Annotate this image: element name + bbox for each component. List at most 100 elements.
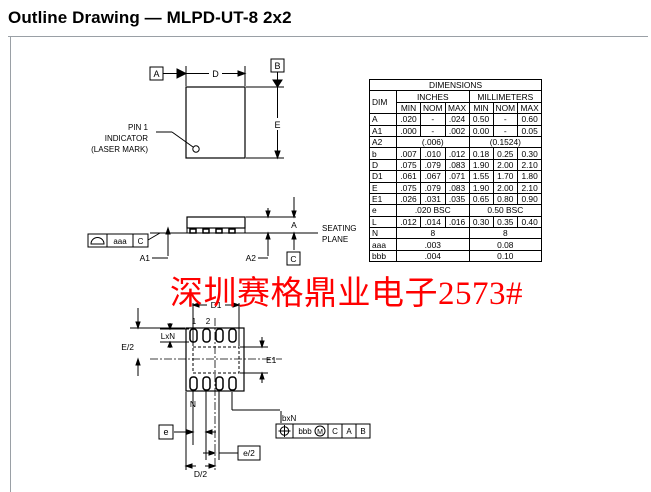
side-lead-1 [189,228,197,234]
dim-a1-arrow [165,226,171,235]
pin-1-label: 1 [192,317,197,326]
dim-e-pitch-arrow-right [204,429,213,435]
pad-bottom-2 [202,376,211,391]
table-row: A1 .000 - .002 0.00 - 0.05 [369,124,543,137]
table-title: DIMENSIONS [368,78,543,92]
table-row: A .020 - .024 0.50 - 0.60 [369,113,543,126]
dim-d-arrow [237,70,247,77]
dim-e-pitch-arrow-left [186,429,195,435]
table-cell: 0.60 [517,113,543,126]
table-cell: .024 [444,113,470,126]
dim-d-label: D [212,69,219,79]
table-cell: .035 [444,192,470,206]
table-cell-dim: N [369,227,397,240]
table-cell: 2.00 [492,181,519,194]
table-cell: 0.80 [492,192,519,206]
flatness-leader [147,232,161,241]
table-row: N 8 8 [369,227,543,240]
pitch-e-box [158,424,174,440]
table-cell: 0.40 [517,215,543,229]
top-view-package-body [185,86,246,159]
table-cell: 0.10 [468,249,543,263]
table-row: D .075 .079 .083 1.90 2.00 2.10 [369,158,543,172]
dim-a2-arrow-bottom [265,231,271,240]
title-divider [8,36,648,37]
dimensions-table: DIMENSIONS DIM INCHES MILLIMETERS MIN NO… [368,78,543,263]
side-lead-4 [228,228,236,234]
table-cell: .067 [420,170,446,183]
table-cell: - [492,124,519,137]
pad-bottom-1 [189,376,198,391]
table-cell: 1.55 [468,170,494,183]
dim-e-half-pitch-arrow [208,450,217,456]
table-cell: .020 [396,113,421,126]
table-cell: .079 [420,158,446,172]
position-fcf-datum-3: B [360,427,365,436]
pad-bottom-3 [215,376,224,391]
table-row: e .020 BSC 0.50 BSC [369,204,543,217]
table-cell: 1.90 [468,181,494,194]
table-cell: (0.1524) [468,135,543,149]
mmc-modifier-icon [314,425,326,437]
side-lead-3 [215,228,223,234]
table-cell-dim: E [369,181,397,194]
table-cell: 1.70 [492,170,519,183]
pin1-label-3: (LASER MARK) [91,145,148,154]
table-cell: .079 [420,181,446,194]
dim-n-label: N [190,399,196,409]
datum-b-triangle [272,79,283,88]
dim-d-half-arrow-right [208,463,217,469]
table-cell-dim: A2 [369,135,397,149]
table-row: E .075 .079 .083 1.90 2.00 2.10 [369,181,543,194]
exposed-pad-outline [192,346,240,374]
datum-c-box [286,251,301,266]
table-cell: 0.50 BSC [468,204,543,217]
datum-a-triangle [176,68,188,79]
dim-l-label: LxN [161,332,175,341]
table-cell: .003 [396,238,470,251]
pitch-e-half-label: e/2 [243,448,255,458]
dim-e-half-arrow-bottom [135,357,141,366]
table-cell: 0.18 [468,147,494,160]
table-cell: .020 BSC [396,204,470,217]
table-cell-dim: D [369,158,397,172]
table-row: D1 .061 .067 .071 1.55 1.70 1.80 [369,170,543,183]
dim-a2-arrow-top [265,210,271,219]
table-cell: - [420,113,446,126]
dim-b-label: bxN [282,414,296,423]
table-row: bbb .004 0.10 [369,249,543,263]
position-tolerance-icon [278,425,291,437]
table-row: A2 (.006) (0.1524) [369,135,543,149]
table-cell: .004 [396,249,470,263]
table-subheader: NOM [492,101,519,115]
dim-l-arrow-bottom [167,340,173,348]
table-cell: .012 [396,215,421,229]
left-border [10,37,11,492]
table-dim-header: DIM [369,90,397,115]
page-title: Outline Drawing — MLPD-UT-8 2x2 [8,8,292,27]
table-cell-dim: D1 [369,170,397,183]
datum-c-label: C [290,254,296,264]
flatness-symbol-icon [90,237,105,245]
pitch-e-label: e [163,427,168,437]
table-cell: 0.00 [468,124,494,137]
table-mm-header: MILLIMETERS [468,90,543,103]
position-fcf-datum-1: C [332,427,338,436]
table-cell: .012 [444,147,470,160]
dim-e-arrow [274,150,281,160]
pitch-e-half-box [237,445,261,461]
pin1-label-2: INDICATOR [105,134,148,143]
dim-a-label: A [291,220,297,230]
position-fcf-modifier: M [317,429,323,436]
pad-top-4 [228,328,237,343]
dim-d-half-label: D/2 [194,469,208,479]
table-inches-header: INCHES [396,90,470,103]
dim-e-half-arrow-top [135,321,141,330]
dim-a1-label: A1 [140,253,151,263]
table-subheader: MAX [444,101,470,115]
dim-a2-label: A2 [246,253,257,263]
dim-e1-arrow-top [259,340,265,349]
table-cell-dim: b [369,147,397,160]
dim-e1-label: E1 [266,355,277,365]
